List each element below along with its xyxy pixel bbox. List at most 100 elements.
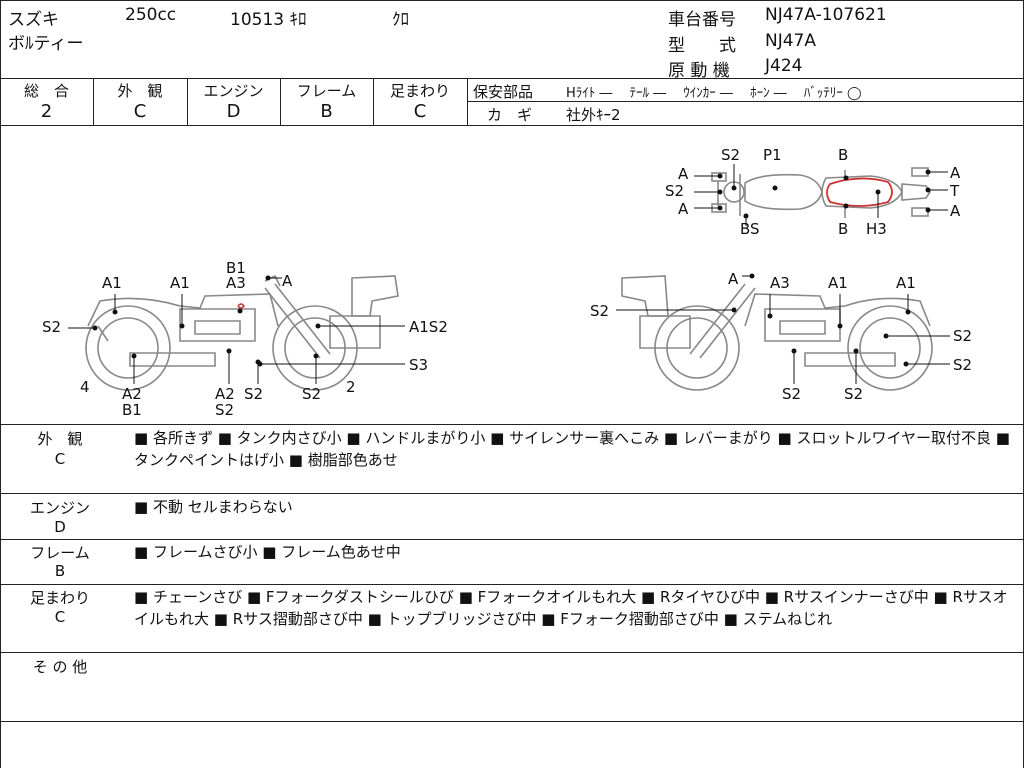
detail-engine-grade: D <box>54 518 66 536</box>
divider <box>0 78 1024 79</box>
top-view-bike <box>711 167 931 218</box>
left-label-a2: A2 <box>215 385 235 403</box>
divider <box>187 78 188 125</box>
engine-value: J424 <box>765 56 803 76</box>
top-label-s2: S2 <box>665 182 685 200</box>
left-label-a: A <box>282 272 293 290</box>
color: ｸﾛ <box>392 10 409 30</box>
top-label-b: B <box>838 220 849 238</box>
left-label-a1: A1 <box>102 274 122 292</box>
right-side-bike <box>621 275 933 391</box>
right-label-s2: S2 <box>590 302 610 320</box>
detail-frame-grade: B <box>54 562 66 580</box>
top-label-a: A <box>678 165 689 183</box>
right-label-a1: A1 <box>828 274 848 292</box>
border-top <box>0 0 1024 1</box>
divider <box>93 78 94 125</box>
left-label-s2: S2 <box>42 318 62 336</box>
model-name: ボﾙティー <box>8 34 84 54</box>
divider <box>280 78 281 125</box>
right-label-s2: S2 <box>953 327 973 345</box>
divider <box>467 78 468 125</box>
top-label-p1: P1 <box>763 146 782 164</box>
left-label-4: 4 <box>80 378 90 396</box>
detail-other-label: そ の 他 <box>32 658 88 676</box>
right-label-a: A <box>728 270 739 288</box>
safety-items: Hﾗｲﾄ ― ﾃｰﾙ ― ｳｲﾝｶｰ ― ﾎｰﾝ ― ﾊﾞｯﾃﾘｰ ◯ <box>566 86 862 101</box>
right-label-s2: S2 <box>953 356 973 374</box>
safety-label: 保安部品 <box>473 83 534 101</box>
grade-engine-value: D <box>226 101 241 122</box>
detail-engine-text: ■ 不動 セルまわらない <box>134 498 293 516</box>
detail-exterior-label: 外 観 <box>37 430 83 448</box>
divider <box>0 652 1024 653</box>
grade-overall-label: 総 合 <box>23 82 69 100</box>
left-label-b1: B1 <box>122 401 142 419</box>
border-left <box>0 0 1 768</box>
leader-lines <box>68 164 950 384</box>
tank-damage-mark <box>237 303 245 309</box>
left-label-b1: B1 <box>226 259 246 277</box>
left-label-s2: S2 <box>215 401 235 419</box>
detail-suspension-grade: C <box>54 608 66 626</box>
left-label-a1s2: A1S2 <box>409 318 448 336</box>
grade-frame-label: フレーム <box>296 82 357 100</box>
detail-suspension-label: 足まわり <box>29 589 90 607</box>
grade-overall-value: 2 <box>40 101 53 122</box>
divider <box>0 493 1024 494</box>
engine-label: 原 動 機 <box>668 61 730 81</box>
divider <box>373 78 374 125</box>
top-label-h3: H3 <box>866 220 887 238</box>
right-label-s2: S2 <box>844 385 864 403</box>
seat-damage-outline <box>826 177 893 207</box>
mileage: 10513 ｷﾛ <box>230 10 307 30</box>
type-value: NJ47A <box>765 31 816 51</box>
maker: スズキ <box>8 10 59 30</box>
left-label-s2: S2 <box>244 385 264 403</box>
divider <box>467 101 1024 102</box>
damage-diagram <box>68 164 950 391</box>
type-label: 型 式 <box>668 36 736 56</box>
right-label-a1: A1 <box>896 274 916 292</box>
grade-engine-label: エンジン <box>203 82 264 100</box>
right-label-a3: A3 <box>770 274 790 292</box>
detail-engine-label: エンジン <box>29 499 90 517</box>
left-side-bike <box>85 274 399 391</box>
left-label-a2: A2 <box>122 385 142 403</box>
top-label-bs: BS <box>740 220 760 238</box>
top-label-a: A <box>678 200 689 218</box>
left-label-s2: S2 <box>302 385 322 403</box>
right-label-s2: S2 <box>782 385 802 403</box>
damage-markers <box>92 169 931 367</box>
grade-frame-value: B <box>320 101 333 122</box>
left-label-a3: A3 <box>226 274 246 292</box>
grade-exterior-value: C <box>133 101 147 122</box>
top-label-a: A <box>950 164 961 182</box>
detail-frame-text: ■ フレームさび小 ■ フレーム色あせ中 <box>134 543 401 561</box>
grade-suspension-value: C <box>413 101 427 122</box>
top-label-b: B <box>838 146 849 164</box>
top-label-s2: S2 <box>721 146 741 164</box>
frame-no-label: 車台番号 <box>668 10 736 30</box>
top-label-t: T <box>950 182 960 200</box>
frame-no: NJ47A-107621 <box>765 5 887 25</box>
grade-suspension-label: 足まわり <box>389 82 450 100</box>
divider <box>0 584 1024 585</box>
key-value: 社外ｷｰ2 <box>566 106 621 124</box>
displacement: 250cc <box>125 5 177 25</box>
left-label-a1: A1 <box>170 274 190 292</box>
left-label-s3: S3 <box>409 356 429 374</box>
detail-suspension-text: ■ チェーンさび ■ Fフォークダストシールひび ■ Fフォークオイルもれ大 ■… <box>134 588 1008 628</box>
top-label-a: A <box>950 202 961 220</box>
key-label: カ ギ <box>487 106 533 124</box>
detail-frame-label: フレーム <box>30 544 90 562</box>
divider <box>0 424 1024 425</box>
divider <box>0 539 1024 540</box>
detail-exterior-text: ■ 各所きず ■ タンク内さび小 ■ ハンドルまがり小 ■ サイレンサー裏へこみ… <box>134 429 1010 469</box>
divider <box>0 721 1024 722</box>
grade-exterior-label: 外 観 <box>117 82 163 100</box>
detail-exterior-grade: C <box>54 450 66 468</box>
left-label-2: 2 <box>346 378 356 396</box>
divider <box>0 125 1024 126</box>
